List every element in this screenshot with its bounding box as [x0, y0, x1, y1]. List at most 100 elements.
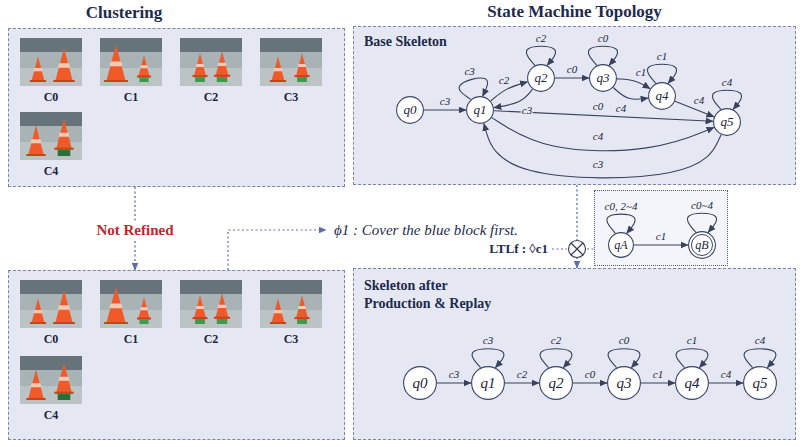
transition-label: c4 [720, 368, 732, 380]
state-label: q2 [535, 71, 548, 85]
cone-base [54, 148, 73, 150]
cone-stripe [59, 133, 70, 137]
photo-wall [100, 38, 162, 52]
panel-region: Skeleton after Production & Replayq0q1q2… [353, 268, 796, 440]
accept-ring [692, 235, 713, 256]
photo-wall [20, 112, 82, 126]
cone-base [294, 75, 309, 77]
state-circle: q4 [648, 82, 676, 110]
panel-region: C0C1C2C3C4 [8, 270, 345, 440]
cluster-label: C1 [100, 331, 162, 347]
cone-stripe [196, 64, 204, 67]
photo-ground [260, 280, 322, 328]
state-ring [528, 65, 555, 92]
photo-ground [100, 38, 162, 86]
cone [271, 57, 285, 83]
cluster-image: C2 [180, 280, 242, 348]
photo-wall [260, 280, 322, 294]
transition-label: c4 [693, 94, 705, 106]
transition-label: c3 [521, 104, 533, 116]
dotted-arrow [576, 185, 577, 268]
transition-arrow [540, 349, 572, 368]
cone-stripe [109, 61, 122, 66]
state-label: q5 [753, 376, 768, 390]
cluster-image: C4 [20, 356, 82, 424]
photo-wall [180, 38, 242, 52]
state-circle: q0 [403, 366, 437, 400]
state-circle: q2 [539, 366, 573, 400]
cluster-image: C1 [100, 280, 162, 348]
panel-heading: Base Skeleton [364, 33, 447, 51]
transition-label: c0 [618, 334, 630, 346]
state-label: q0 [413, 376, 428, 390]
state-ring [744, 367, 777, 400]
block [297, 77, 307, 82]
block [297, 319, 307, 324]
cone-base [53, 322, 75, 324]
state-label: q3 [597, 71, 610, 85]
cone [194, 53, 207, 77]
block [58, 394, 71, 400]
state-circle: q5 [713, 108, 741, 136]
photo-ground [180, 38, 242, 86]
constraint-text: ϕ1 : Cover the blue block first. [334, 221, 518, 239]
block [217, 319, 228, 324]
state-label: q0 [404, 103, 417, 117]
cone-base [137, 317, 151, 319]
state-ring [689, 232, 716, 259]
cone-stripe [33, 310, 42, 313]
state-label: q1 [481, 376, 496, 390]
cone-base [137, 75, 151, 77]
transition-arrow [492, 118, 714, 151]
cone-stripe [273, 310, 282, 313]
photo-wall [100, 280, 162, 294]
transition-label: c3 [482, 334, 494, 346]
state-label: q5 [721, 115, 734, 129]
scene-photo [20, 38, 82, 86]
transition-label: c2 [535, 32, 547, 44]
cone-base [30, 322, 46, 324]
transition-arrow [613, 87, 648, 99]
cone [296, 295, 309, 319]
state-label: q3 [617, 376, 632, 390]
transition-label: c3 [439, 95, 451, 107]
cone-stripe [33, 68, 42, 71]
transition-label: c1 [686, 334, 698, 346]
cluster-label: C1 [100, 89, 162, 105]
photo-ground [20, 112, 82, 160]
block [58, 150, 71, 156]
state-ring [472, 367, 505, 400]
cone [106, 45, 126, 82]
state-circle: q0 [396, 96, 424, 124]
cluster-image: C0 [20, 38, 82, 106]
cone-stripe [298, 306, 306, 309]
transition-label: c0 [566, 63, 578, 75]
block [217, 77, 228, 82]
state-label: q2 [549, 376, 564, 390]
photo-floor [180, 68, 242, 86]
transition-label: c4 [592, 130, 604, 142]
cone-base [104, 80, 128, 82]
cone [296, 53, 309, 77]
transition-arrow [459, 78, 487, 99]
cone-stripe [298, 64, 306, 67]
transition-arrow [607, 214, 635, 233]
cone-base [294, 317, 309, 319]
cluster-label: C4 [20, 407, 82, 423]
state-ring [609, 233, 634, 258]
panel-region: ClusteringC0C1C2C3C4 [8, 28, 345, 187]
transition-arrow [647, 64, 676, 83]
transition-arrow [472, 349, 504, 368]
cone [28, 369, 44, 400]
photo-floor [180, 310, 242, 328]
cone-stripe [140, 65, 148, 68]
transition-label: c1 [652, 368, 664, 380]
transition-label: c0~4 [690, 199, 714, 211]
state-circle: q2 [527, 64, 555, 92]
cluster-image: C0 [20, 280, 82, 348]
cone-base [54, 392, 73, 394]
scene-photo [260, 38, 322, 86]
transition-label: c0 [597, 32, 609, 44]
cone-stripe [31, 383, 42, 387]
cone-stripe [31, 139, 42, 143]
